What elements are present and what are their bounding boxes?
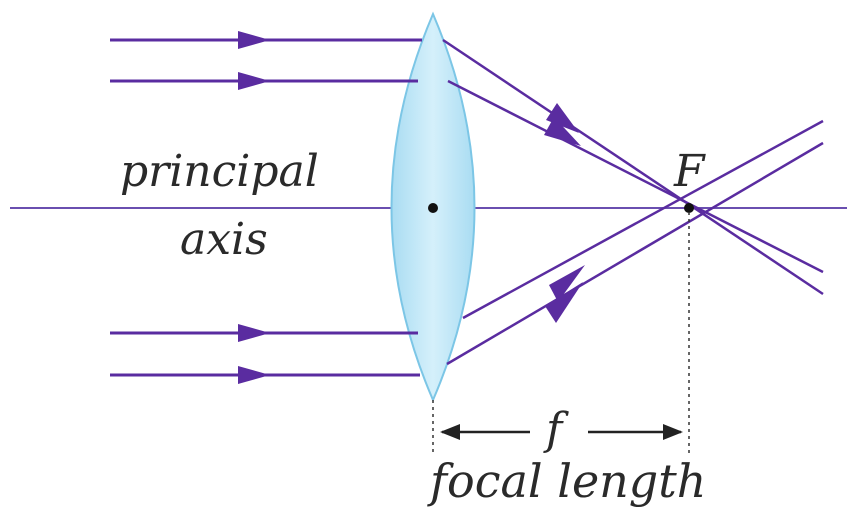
focal-length-caption: focal length [430,458,706,504]
refracted-rays [443,40,823,364]
refracted-arrowheads [544,103,585,323]
incident-arrow-4 [238,366,270,384]
incident-arrow-2 [238,72,270,90]
focal-length-symbol: f [546,408,562,452]
optical-center-dot [428,203,438,213]
principal-axis-label-line1: principal [120,150,319,194]
refracted-ray-3 [463,121,823,318]
incident-arrow-3 [238,324,270,342]
focal-point-dot [684,203,694,213]
focal-point-label: F [674,150,705,194]
principal-axis-label-line2: axis [180,218,268,262]
incident-arrow-1 [238,31,270,49]
